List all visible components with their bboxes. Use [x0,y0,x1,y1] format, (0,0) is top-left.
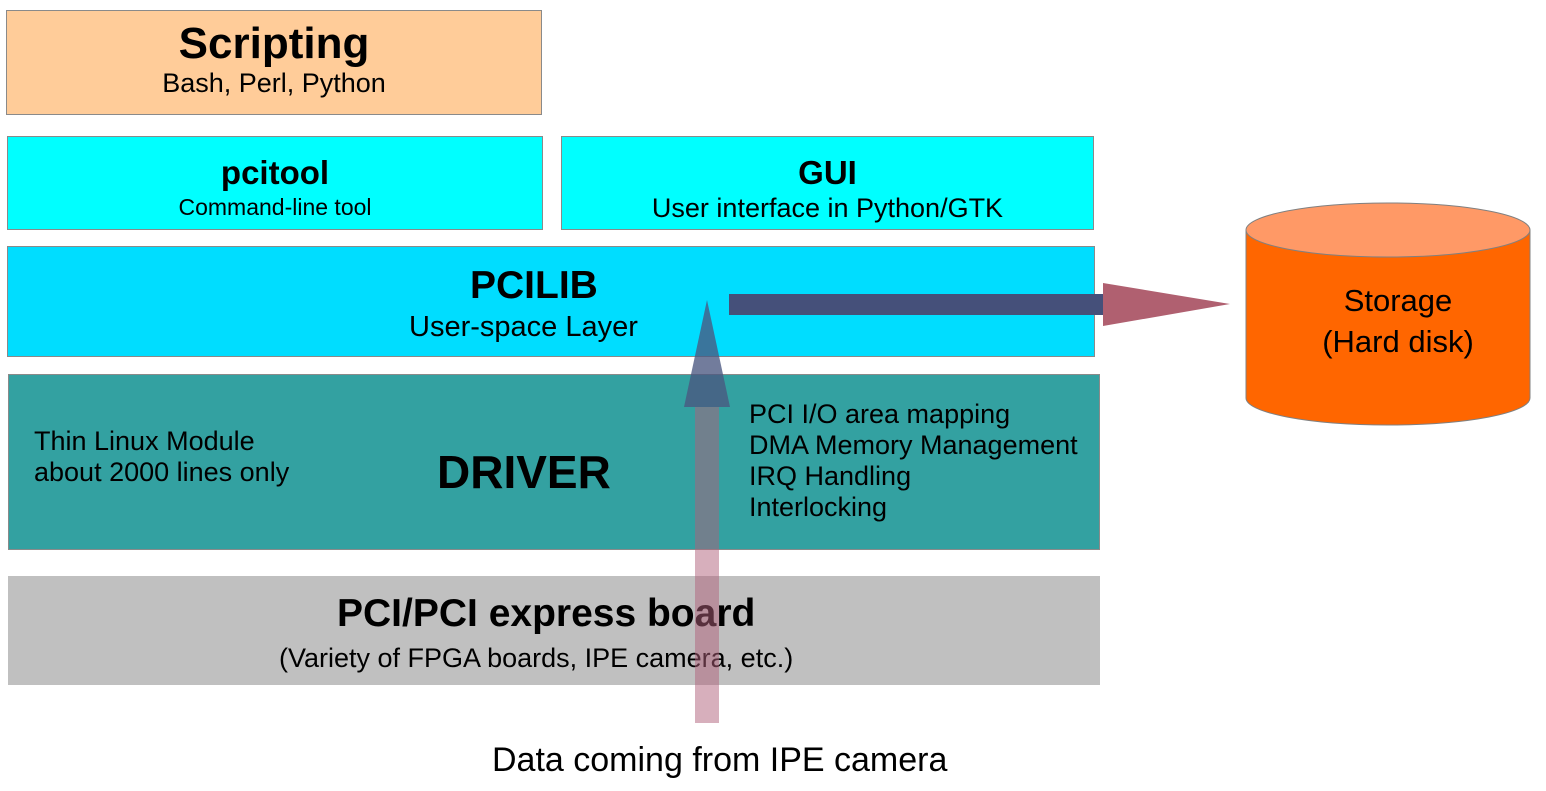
scripting-title: Scripting [178,19,370,68]
storage-label-line: (Hard disk) [1322,324,1474,359]
pcilib-title: PCILIB [470,264,598,307]
storage-arrow-head [1103,283,1230,326]
up-arrow-shaft [695,407,719,723]
driver-description-line: Thin Linux Module [34,426,255,456]
board-title: PCI/PCI express board [337,592,756,635]
pcitool-box: pcitool Command-line tool [7,136,543,230]
pcitool-title: pcitool [220,154,330,191]
gui-title: GUI [798,154,857,191]
upward-data-arrow [684,300,730,723]
storage-arrow [729,283,1230,326]
storage-cylinder-top [1245,202,1531,258]
driver-description-line: about 2000 lines only [34,457,290,487]
driver-description: Thin Linux Module about 2000 lines only [34,426,289,488]
storage-label-line: Storage [1343,283,1453,318]
driver-feature-item: Interlocking [749,492,888,522]
scripting-layer-box: Scripting Bash, Perl, Python [6,10,542,115]
storage-arrow-shaft [729,294,1105,315]
driver-feature-item: DMA Memory Management [749,430,1078,460]
gui-subtitle: User interface in Python/GTK [651,193,1004,223]
pcitool-subtitle: Command-line tool [178,194,372,220]
storage-label: Storage (Hard disk) [1296,280,1500,362]
up-arrow-head [684,300,730,407]
driver-layer-box: Thin Linux Module about 2000 lines only … [8,374,1100,550]
data-source-caption: Data coming from IPE camera [492,741,948,779]
storage-cylinder [1245,202,1531,426]
pcilib-subtitle: User-space Layer [409,311,638,343]
driver-title: DRIVER [437,446,611,498]
gui-box: GUI User interface in Python/GTK [561,136,1094,230]
driver-feature-item: IRQ Handling [749,461,912,491]
driver-feature-list: PCI I/O area mapping DMA Memory Manageme… [749,399,1078,523]
driver-feature-item: PCI I/O area mapping [749,399,1011,429]
scripting-subtitle: Bash, Perl, Python [162,68,386,98]
storage-cylinder-body [1245,229,1531,426]
